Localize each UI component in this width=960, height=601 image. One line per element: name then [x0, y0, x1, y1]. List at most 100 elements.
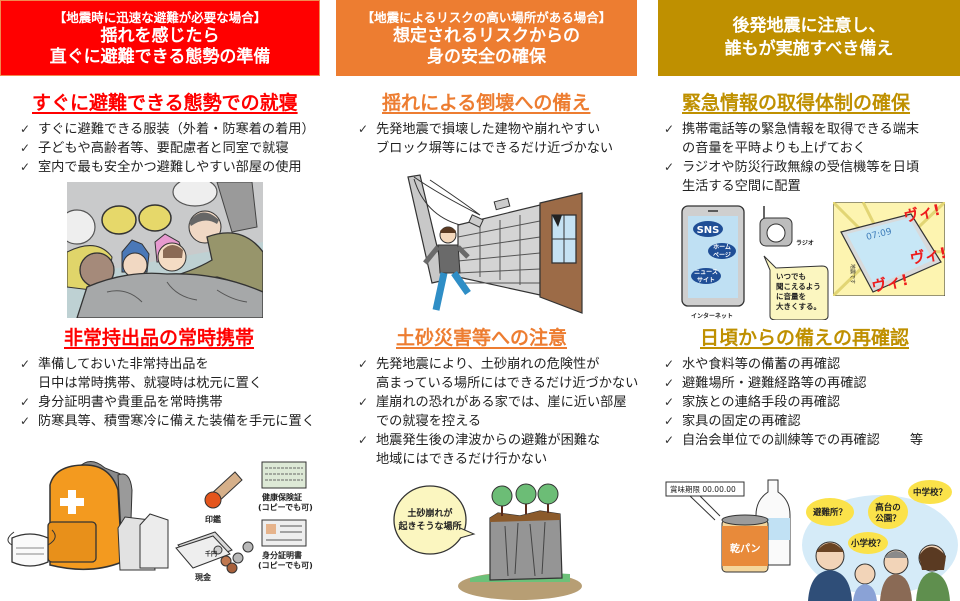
question-park-line-1: 高台の	[875, 502, 901, 513]
list-item: 水や食料等の備蓄の再確認	[664, 355, 923, 374]
list-item: 身分証明書や貴重品を常時携帯	[20, 393, 315, 412]
cash-caption: 現金	[195, 572, 212, 582]
header-line-2: 誰もが実施すべき備え	[724, 39, 894, 59]
id-card-caption: 身分証明書	[262, 550, 302, 560]
section-title-reconfirm: 日頃からの備えの再確認	[700, 327, 910, 349]
list-item-text: すぐに避難できる服装（外着・防寒着の着用）	[38, 122, 315, 137]
running-person-icon	[423, 226, 471, 311]
list-item-text: 高まっている場所にはできるだけ近づかない	[376, 376, 639, 391]
bubble-line-2: 聞こえるよう	[776, 281, 821, 291]
list-item-text: 避難場所・避難経路等の再確認	[682, 376, 867, 391]
header-everyone-preparations: 後発地震に注意し、 誰もが実施すべき備え	[658, 0, 960, 76]
speech-bubble	[763, 255, 829, 320]
bubble-line-4: 大きくする。	[776, 301, 821, 311]
list-item-text: 先発地震により、土砂崩れの危険性が	[376, 357, 600, 372]
question-shelter: 避難所？	[813, 507, 847, 518]
list-item-text: 自治会単位での訓練等での再確認	[682, 433, 880, 448]
news-label-2: サイト	[697, 277, 715, 284]
seal-icon	[204, 471, 243, 509]
checklist-reconfirm: 水や食料等の備蓄の再確認 避難場所・避難経路等の再確認 家族との連絡手段の再確認…	[664, 355, 923, 450]
section-title-emergency-info: 緊急情報の取得体制の確保	[682, 92, 911, 114]
list-item-text: 携帯電話等の緊急情報を取得できる端末	[682, 122, 920, 137]
list-item: 室内で最も安全かつ避難しやすい部屋の使用	[20, 158, 315, 177]
section-title-sleep-ready: すぐに避難できる態勢での就寝	[32, 92, 298, 114]
collapsing-wall-illustration	[407, 174, 583, 314]
list-item: 家具の固定の再確認	[664, 412, 923, 431]
tree-icon	[491, 483, 559, 516]
header-line-1: 想定されるリスクからの	[393, 25, 580, 46]
list-item-text: 生活する空間に配置	[682, 179, 801, 194]
header-urgent-evacuation: 【地震時に迅速な避難が必要な場合】 揺れを感じたら 直ぐに避難できる態勢の準備	[0, 0, 320, 76]
bubble-text-line-2: 起きそうな場所	[397, 520, 461, 532]
section-title-collapse-prep: 揺れによる倒壊への備え	[382, 92, 591, 114]
phone-radio-illustration: SNS ホーム ページ ニュース サイト インターネット ラジオ いつでも 聞こ…	[681, 205, 829, 320]
list-item-text: ラジオや防災行政無線の受信機等を日頃	[682, 160, 920, 175]
header-high-risk-area: 【地震によるリスクの高い場所がある場合】 想定されるリスクからの 身の安全の確保	[336, 0, 637, 76]
bubble-text-line-1: 土砂崩れが	[407, 507, 453, 519]
backpack-icon	[47, 461, 133, 571]
health-card-note: (コピーでも可)	[258, 502, 313, 512]
sns-label: SNS	[697, 225, 720, 236]
list-item-text: 先発地震で損壊した建物や崩れやすい	[376, 122, 601, 137]
list-item: 家族との連絡手段の再確認	[664, 393, 923, 412]
canned-bread-icon	[721, 514, 769, 573]
list-item-text: 崖崩れの恐れがある家では、崖に近い部屋	[376, 395, 627, 410]
list-item: 防寒具等、積雪寒冷に備えた装備を手元に置く	[20, 412, 315, 431]
question-park-line-2: 公園？	[875, 514, 901, 524]
emergency-kit-illustration: 印鑑 千円 現金 健康保険証 (コピーでも可) 身分証明書 (コピーでも可)	[7, 461, 313, 582]
checklist-sleep-ready: すぐに避難できる服装（外着・防寒着の着用） 子どもや高齢者等、要配慮者と同室で就…	[20, 120, 315, 177]
header-subtitle: 【地震時に迅速な避難が必要な場合】	[53, 9, 267, 25]
list-item-text: 地域にはできるだけ行かない	[376, 452, 548, 467]
id-card-icon	[261, 519, 307, 547]
list-item: 避難場所・避難経路等の再確認	[664, 374, 923, 393]
list-item-text: 日中は常時携帯、就寝時は枕元に置く	[38, 376, 263, 391]
smartphone-icon	[681, 205, 745, 307]
health-card-caption: 健康保険証	[262, 492, 302, 502]
expiry-label: 賞味期限 00.00.00	[670, 484, 736, 494]
list-item-text: 身分証明書や貴重品を常時携帯	[38, 395, 223, 410]
helmet-icon	[101, 205, 137, 235]
list-item: すぐに避難できる服装（外着・防寒着の着用）	[20, 120, 315, 139]
family-group-icon	[808, 541, 950, 601]
family-sleeping-illustration	[67, 182, 263, 318]
supplies-family-illustration: 賞味期限 00.00.00 乾パン 避難所？ 高台の 公園？ 中学校？ 小学校？	[665, 479, 958, 601]
id-card-note: (コピーでも可)	[258, 560, 313, 570]
gloves-icon	[117, 513, 169, 571]
health-insurance-card-icon	[261, 461, 307, 489]
block-wall-icon	[457, 197, 541, 296]
helmet-icon	[67, 209, 96, 245]
internet-caption: インターネット	[691, 312, 733, 320]
cliff-landslide-illustration: 土砂崩れが 起きそうな場所	[393, 483, 582, 600]
list-item-text: 家族との連絡手段の再確認	[682, 395, 841, 410]
quake-notice: 地震です	[849, 264, 856, 284]
radio-caption: ラジオ	[796, 240, 814, 247]
section-title-landslide-caution: 土砂災害等への注意	[396, 327, 568, 349]
helmet-icon	[172, 182, 218, 207]
header-subtitle: 【地震によるリスクの高い場所がある場合】	[361, 9, 612, 25]
news-label-1: ニュース	[694, 269, 718, 276]
section-title-carry-kit: 非常持出品の常時携帯	[64, 327, 255, 349]
homepage-label-1: ホーム	[713, 244, 731, 251]
helmet-icon	[138, 204, 172, 232]
header-line-2: 身の安全の確保	[427, 46, 546, 67]
list-item-text: ブロック塀等にはできるだけ近づかない	[376, 141, 614, 156]
can-label: 乾パン	[730, 542, 761, 555]
list-item-text: 家具の固定の再確認	[682, 414, 801, 429]
question-elementary: 小学校？	[850, 538, 885, 549]
list-item-text: 準備しておいた非常持出品を	[38, 357, 209, 372]
list-item-text: 室内で最も安全かつ避難しやすい部屋の使用	[38, 160, 302, 175]
list-item-text: 防寒具等、積雪寒冷に備えた装備を手元に置く	[38, 414, 315, 429]
bubble-line-1: いつでも	[776, 272, 806, 281]
cash-icon	[175, 531, 254, 574]
radio-icon	[759, 206, 793, 247]
list-item-text: での就寝を控える	[376, 414, 482, 429]
list-item-text: の音量を平時よりも上げておく	[682, 141, 866, 156]
